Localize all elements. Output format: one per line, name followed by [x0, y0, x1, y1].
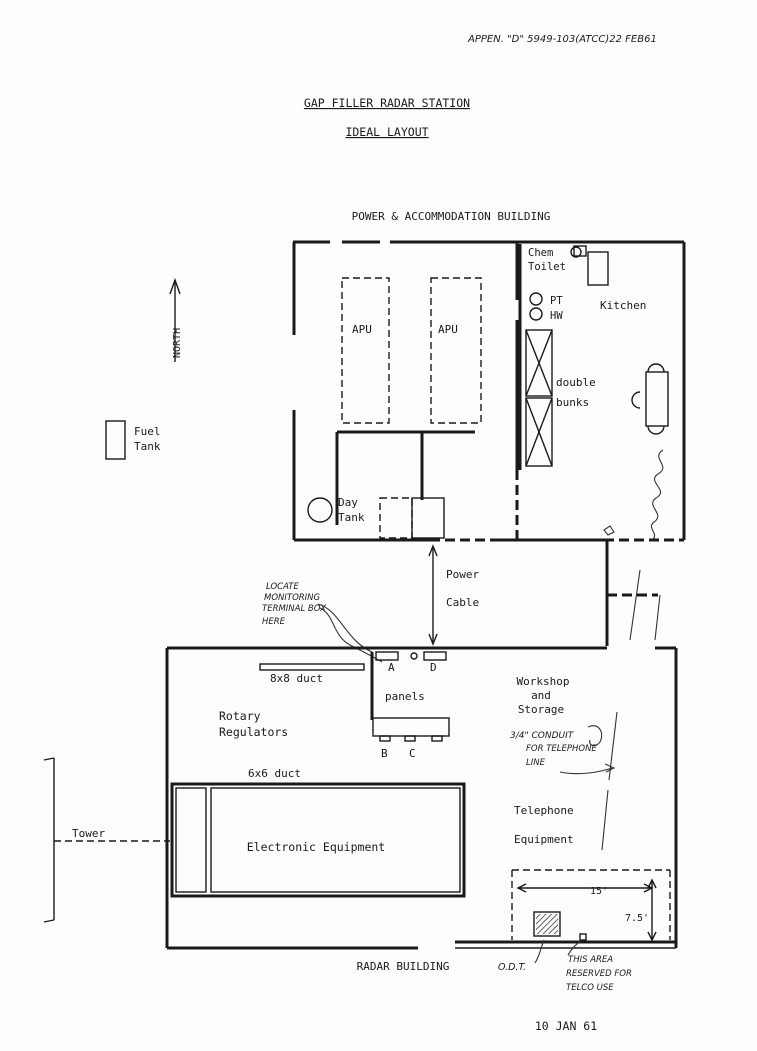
dining-table	[645, 371, 669, 427]
fuel-tank-label-1: Fuel	[134, 425, 161, 438]
workshop-label-2: and	[531, 689, 551, 702]
telco-reserved-area	[511, 869, 671, 942]
hand-drawn-mark	[603, 525, 615, 536]
monitoring-note-4: HERE	[262, 617, 286, 627]
telco-box-icon	[579, 933, 587, 941]
workshop-label-1: Workshop	[517, 675, 570, 688]
electronic-equipment-label: Electronic Equipment	[247, 840, 385, 854]
conduit-mark	[587, 725, 603, 747]
odt-label: O.D.T.	[498, 962, 526, 973]
panel-a-label: A	[388, 661, 395, 674]
workshop-label-3: Storage	[518, 703, 564, 716]
tower	[43, 757, 170, 923]
panels-label: panels	[385, 690, 425, 703]
connector-corridor	[605, 540, 661, 646]
chem-toilet-label-2: Toilet	[528, 261, 566, 273]
hw-label: HW	[550, 310, 563, 322]
switchgear-box	[411, 497, 445, 539]
radar-building-label: RADAR BUILDING	[357, 960, 450, 973]
monitoring-note-3: TERMINAL BOX	[262, 604, 326, 614]
reserved-note-2: RESERVED FOR	[566, 969, 632, 979]
switchgear-dashed	[379, 497, 413, 539]
panel-bc-rack	[372, 717, 450, 737]
page-subtitle: IDEAL LAYOUT	[345, 125, 428, 139]
stove-icon	[587, 251, 609, 286]
duct-8x8-label: 8x8 duct	[270, 672, 323, 685]
telephone-label-2: Equipment	[514, 833, 574, 846]
appendix-annotation: APPEN. "D" 5949-103(ATCC)22 FEB61	[467, 34, 657, 45]
power-building-walls	[292, 240, 686, 542]
north-label: NORTH	[172, 328, 183, 358]
panel-d	[423, 651, 447, 661]
duct-6x6	[170, 782, 466, 898]
pt-label: PT	[550, 295, 563, 307]
dimension-15ft: 15'	[590, 886, 608, 897]
odt-hatch	[536, 914, 558, 934]
rotary-label-1: Rotary	[219, 709, 261, 723]
conduit-note-3: LINE	[526, 758, 546, 768]
electronic-equipment	[210, 787, 461, 893]
panel-a	[375, 651, 399, 661]
panel-c-label: C	[409, 747, 416, 760]
day-tank-label-1: Day	[338, 496, 358, 509]
duct-8x8	[259, 663, 365, 671]
chair-top	[647, 363, 665, 373]
hw-tank-icon	[529, 307, 543, 321]
fuel-tank	[105, 420, 126, 460]
apu-right	[430, 277, 482, 424]
power-cable-label-2: Cable	[446, 596, 479, 609]
day-tank-icon	[307, 497, 333, 523]
odt-frame	[533, 911, 561, 937]
monitoring-note-2: MONITORING	[264, 593, 321, 603]
pt-tank-icon	[529, 292, 543, 306]
bunks-label-1: double	[556, 376, 596, 389]
apu-left	[341, 277, 390, 424]
bunks-label-2: bunks	[556, 396, 589, 409]
rotary-label-2: Regulators	[219, 725, 288, 739]
chem-toilet-label-1: Chem	[528, 247, 553, 259]
north-arrow: NORTH	[169, 277, 183, 362]
kitchen-label: Kitchen	[600, 299, 646, 312]
double-bunks	[525, 329, 553, 467]
apu-left-label: APU	[352, 323, 372, 336]
duct-6x6-label: 6x6 duct	[248, 767, 301, 780]
apu-right-label: APU	[438, 323, 458, 336]
chair-bottom	[647, 425, 665, 435]
reserved-note-1: THIS AREA	[568, 955, 613, 965]
power-cable-label-1: Power	[446, 568, 479, 581]
sink-icon	[570, 246, 582, 258]
conduit-note-1: 3/4" CONDUIT	[510, 731, 575, 741]
monitoring-note-1: LOCATE	[266, 582, 299, 592]
telephone-label-1: Telephone	[514, 804, 574, 817]
panel-d-label: D	[430, 661, 437, 674]
equipment-cabinet-left	[175, 787, 207, 893]
terminal-box-icon	[410, 652, 418, 660]
drawing-date: 10 JAN 61	[535, 1019, 597, 1033]
conduit-note-2: FOR TELEPHONE	[526, 744, 597, 754]
panel-b-label: B	[381, 747, 388, 760]
tower-label: Tower	[72, 827, 105, 840]
reserved-note-3: TELCO USE	[566, 983, 614, 993]
dimension-7-5ft: 7.5'	[625, 913, 649, 924]
hand-drawn-heater	[650, 449, 664, 541]
fuel-tank-label-2: Tank	[134, 440, 161, 453]
day-tank-label-2: Tank	[338, 511, 365, 524]
page-title: GAP FILLER RADAR STATION	[304, 96, 470, 110]
power-building-label: POWER & ACCOMMODATION BUILDING	[352, 210, 551, 223]
counter-icon	[573, 245, 587, 257]
chair-left	[631, 391, 641, 409]
radar-building-walls	[165, 646, 678, 950]
